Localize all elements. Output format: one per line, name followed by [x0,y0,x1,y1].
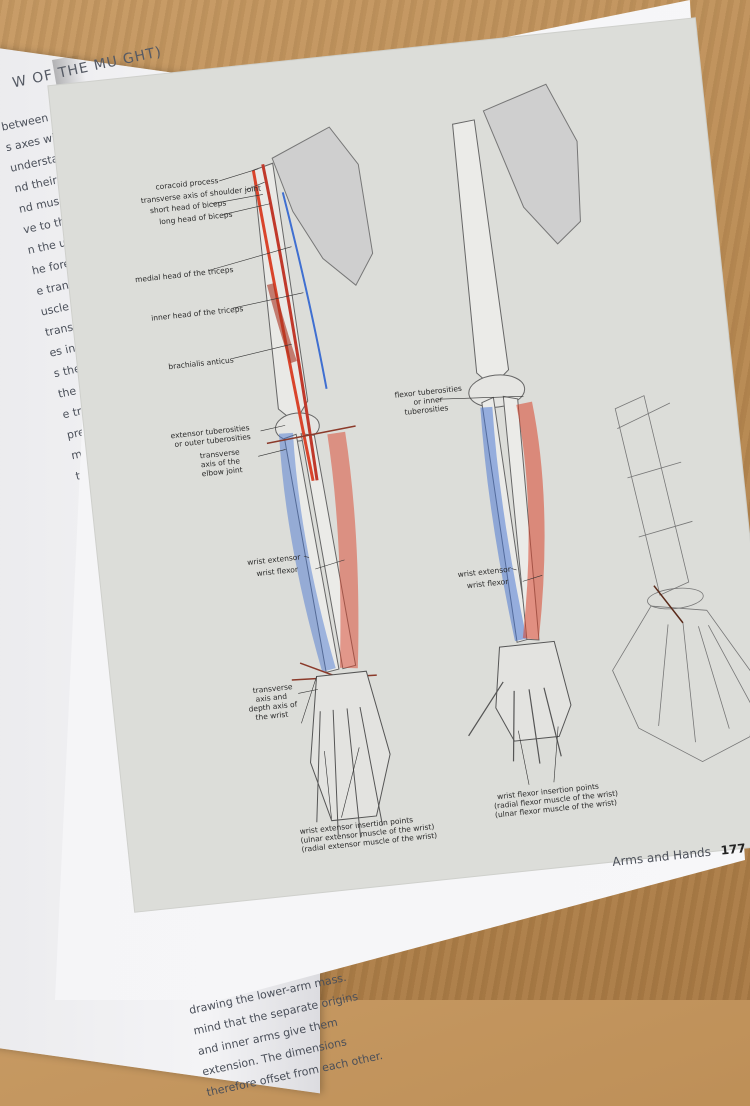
label-transverse-elbow-2: axis of the [200,456,240,469]
radius-left [283,433,340,674]
leader-lines [208,168,559,819]
plate-labels: coracoid process transverse axis of shou… [135,176,619,854]
humerus-middle [452,119,510,388]
fingers-left [316,706,383,838]
scapula-left [271,126,374,286]
label-wrist-flexor-left: wrist flexor [256,565,299,578]
triceps-medial-head [281,192,328,390]
elbow-axis-left [266,425,356,445]
sketch-construction-lines [617,402,693,538]
wrist-extensor-left [278,432,336,673]
label-inner-head-triceps: inner head of the triceps [151,304,244,323]
wrist-flexor-middle [516,401,545,640]
middle-arm-figure [452,83,581,764]
scapula-middle [482,83,581,245]
wrist-flexor-left [327,431,359,669]
hand-middle [495,640,572,742]
label-transverse-elbow-1: transverse [199,447,240,460]
anatomy-illustration: coracoid process transverse axis of shou… [135,83,750,854]
page-number: 177 [719,841,747,858]
label-tuberosities: tuberosities [404,403,449,417]
sketch-axis [653,585,684,624]
left-arm-figure [251,126,391,838]
label-transverse-wrist-4: the wrist [255,710,289,722]
sketch-fingers [658,622,750,743]
label-transverse-elbow-3: elbow joint [201,465,243,478]
anatomy-plate: coracoid process transverse axis of shou… [48,18,750,912]
label-transverse-wrist-2: axis and [255,692,288,704]
sketch-wrist [647,587,704,610]
label-medial-head-triceps: medial head of the triceps [135,265,234,284]
wrist-extensor-middle [480,406,527,642]
sketch-forearm [614,395,690,596]
hand-left [310,670,391,822]
label-brachialis-anticus: brachialis anticus [168,355,234,371]
sketch-hand [612,605,750,763]
label-transverse-wrist-1: transverse [252,682,293,695]
brachialis-mass [266,283,297,364]
sketch-arm-figure [612,395,750,763]
label-wrist-flexor-right: wrist flexor [466,577,509,590]
biceps-short-head [261,163,319,481]
fingers-middle [468,681,562,764]
label-inner: or inner [413,395,444,407]
